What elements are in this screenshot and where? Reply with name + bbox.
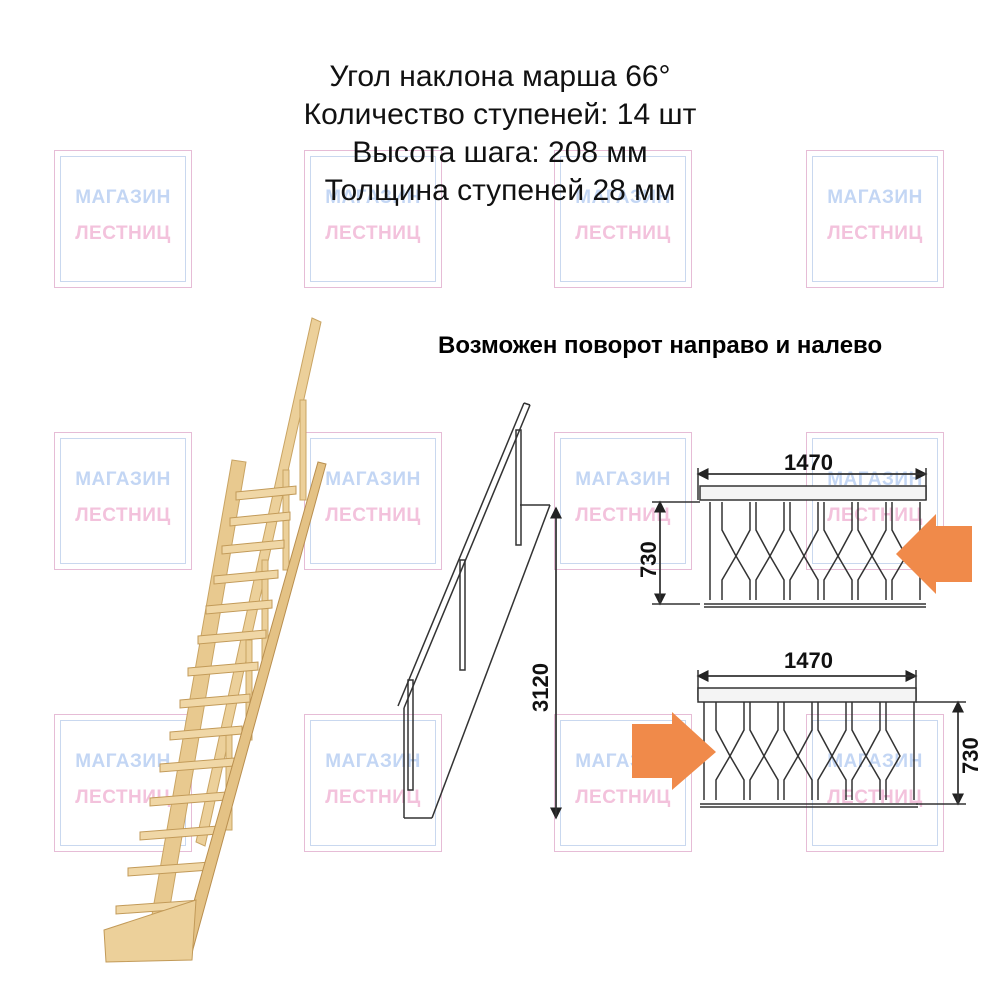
watermark-tile: МАГАЗИН ЛЕСТНИЦ [304, 150, 442, 288]
watermark-line2: ЛЕСТНИЦ [325, 223, 421, 244]
watermark-line1: МАГАЗИН [827, 187, 923, 208]
steps [115, 485, 297, 915]
watermark-tile: МАГАЗИН ЛЕСТНИЦ [54, 432, 192, 570]
watermark-tile: МАГАЗИН ЛЕСТНИЦ [54, 150, 192, 288]
watermark-line2: ЛЕСТНИЦ [575, 787, 671, 808]
spec-steps-count: Количество ступеней: 14 шт [303, 98, 697, 131]
watermark-line2: ЛЕСТНИЦ [827, 787, 923, 808]
watermark-line2: ЛЕСТНИЦ [75, 787, 171, 808]
turn-note: Возможен поворот направо и налево [438, 332, 883, 359]
spec-step-thickness: Толщина ступеней 28 мм [324, 174, 676, 207]
watermark-line2: ЛЕСТНИЦ [75, 223, 171, 244]
watermark-tile: МАГАЗИН ЛЕСТНИЦ [304, 714, 442, 852]
plan-bottom-depth-label: 730 [958, 737, 983, 774]
plan-view-bottom [632, 670, 966, 808]
plan-view-top [652, 468, 972, 608]
watermark-tile: МАГАЗИН ЛЕСТНИЦ [806, 714, 944, 852]
watermark-tile: МАГАЗИН ЛЕСТНИЦ [54, 714, 192, 852]
staircase-3d-illustration [103, 317, 327, 963]
watermark-tile: МАГАЗИН ЛЕСТНИЦ [554, 150, 692, 288]
watermark-line1: МАГАЗИН [75, 187, 171, 208]
side-height-label: 3120 [528, 663, 553, 712]
spec-angle: Угол наклона марша 66° [329, 60, 671, 93]
plan-top-depth-label: 730 [636, 541, 661, 578]
watermark-tile: МАГАЗИН ЛЕСТНИЦ [806, 150, 944, 288]
watermark-line1: МАГАЗИН [827, 751, 923, 772]
turn-arrow-right [896, 514, 972, 594]
watermark-line2: ЛЕСТНИЦ [575, 223, 671, 244]
watermark-line1: МАГАЗИН [325, 187, 421, 208]
watermark-line2: ЛЕСТНИЦ [575, 505, 671, 526]
watermark-line1: МАГАЗИН [575, 187, 671, 208]
watermark-line2: ЛЕСТНИЦ [75, 505, 171, 526]
plan-top-width-label: 1470 [784, 450, 833, 475]
watermark-line1: МАГАЗИН [75, 751, 171, 772]
front-stringer-bottom [103, 899, 197, 963]
side-view-drawing [397, 402, 562, 820]
plan-bottom-width-label: 1470 [784, 648, 833, 673]
watermark-line1: МАГАЗИН [325, 751, 421, 772]
watermark-line2: ЛЕСТНИЦ [325, 787, 421, 808]
watermark-line1: МАГАЗИН [75, 469, 171, 490]
watermark-line1: МАГАЗИН [575, 469, 671, 490]
watermark-line2: ЛЕСТНИЦ [827, 223, 923, 244]
watermark-line1: МАГАЗИН [325, 469, 421, 490]
watermark-line2: ЛЕСТНИЦ [325, 505, 421, 526]
spec-step-height: Высота шага: 208 мм [352, 136, 648, 169]
turn-arrow-left [632, 712, 716, 790]
watermark-line2: ЛЕСТНИЦ [827, 505, 923, 526]
spec-block: Угол наклона марша 66° Количество ступен… [180, 58, 820, 210]
watermark-tile: МАГАЗИН ЛЕСТНИЦ [554, 432, 692, 570]
